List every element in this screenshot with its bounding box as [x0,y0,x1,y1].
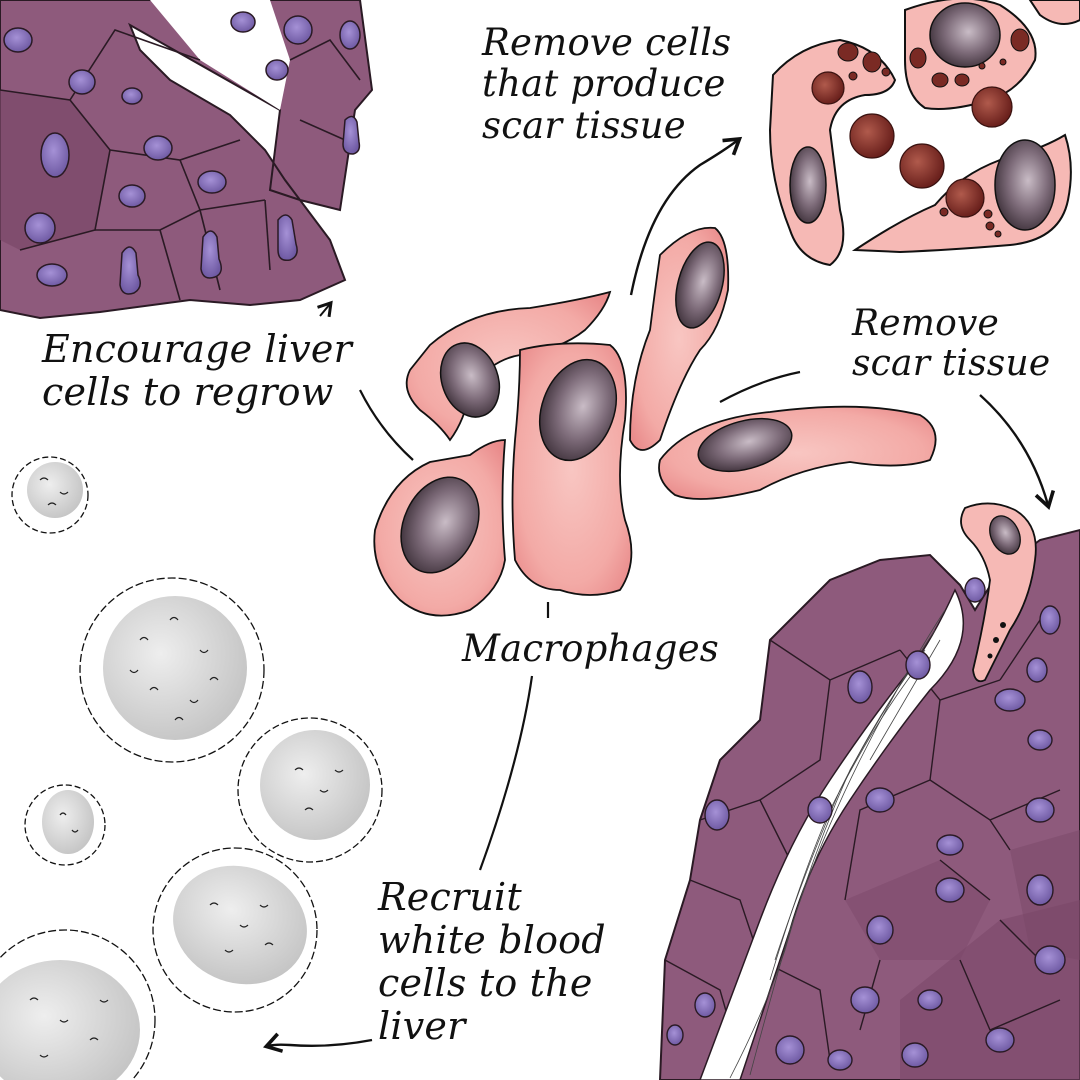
white-blood-cells [0,456,383,1080]
liver-tissue-bottom-right [658,502,1080,1080]
label-recruit-white-blood-cells: Recruit white blood cells to the liver [378,876,606,1048]
liver-tissue-top-left [0,0,374,320]
label-line: white blood [378,917,606,962]
label-line: liver [378,1003,466,1048]
label-line: scar tissue [482,103,686,147]
label-line: Remove cells [482,21,732,64]
label-line: Recruit [378,875,522,919]
label-line: that produce [482,62,726,106]
macrophage-cluster [373,226,937,617]
label-remove-scar-producing-cells: Remove cells that produce scar tissue [482,21,732,147]
label-encourage-regrow: Encourage liver cells to regrow [42,328,352,413]
arrow-remove-cells [629,136,743,296]
label-macrophages: Macrophages [462,627,719,670]
line-recruit [478,675,534,871]
label-line: Encourage liver [42,327,352,371]
arrow-encourage-regrow [359,389,414,461]
arrow-recruit-wbc [263,1032,373,1053]
label-line: scar tissue [852,343,1051,385]
label-remove-scar-tissue: Remove scar tissue [852,303,1051,385]
label-line: Remove [852,303,1000,344]
central-label: Macrophages [462,627,719,670]
scar-producing-cells [768,0,1080,267]
arrow-remove-scar [979,394,1056,511]
label-line: cells to the [378,960,593,1005]
label-line: cells to regrow [42,369,334,414]
